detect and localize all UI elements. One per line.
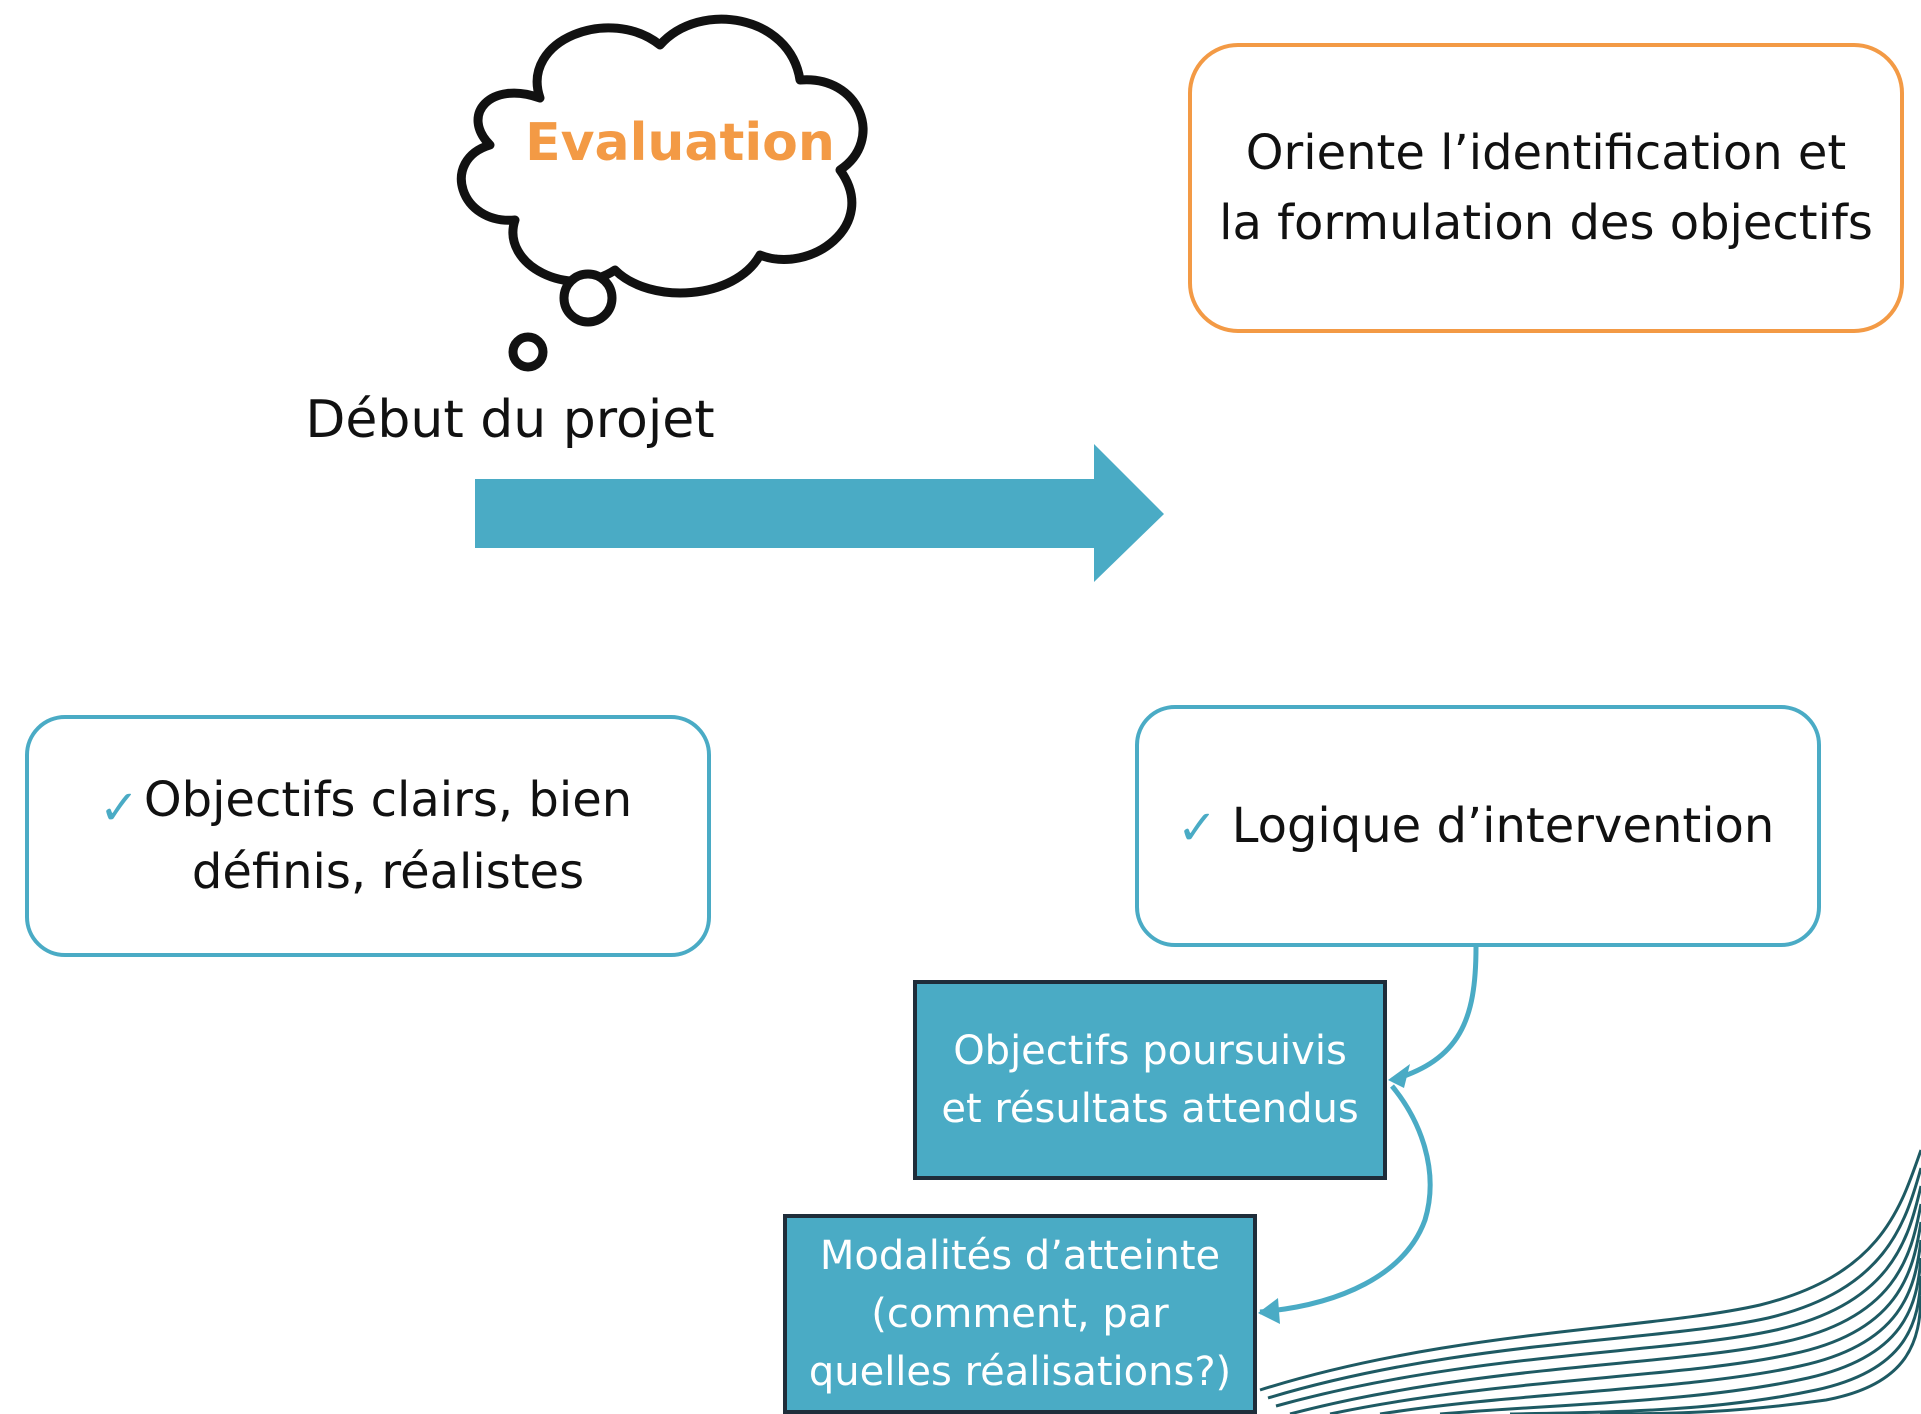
right-box: ✓ Logique d’intervention [1135, 705, 1821, 947]
right-box-text: Logique d’intervention [1231, 798, 1775, 854]
connector-arrowhead-2-icon [1258, 1298, 1280, 1324]
thought-bubble-large-icon [559, 269, 617, 327]
step-box-modalities: Modalités d’atteinte (comment, par quell… [783, 1214, 1257, 1414]
timeline-arrow-icon [475, 444, 1164, 582]
step-box-text: Objectifs poursuivis et résultats attend… [941, 1028, 1359, 1132]
connector-arrowhead-1-icon [1388, 1064, 1410, 1088]
left-box: ✓ Objectifs clairs, bien définis, réalis… [25, 715, 711, 957]
thought-bubble-label: Evaluation [525, 113, 835, 173]
timeline-label: Début du projet [305, 390, 715, 450]
connector-arrows [1259, 946, 1479, 1315]
decorative-waves [1259, 1149, 1921, 1414]
top-right-box-text: Oriente l’identification et la formulati… [1219, 125, 1873, 251]
left-box-text: Objectifs clairs, bien définis, réaliste… [143, 772, 633, 900]
step-box-objectives: Objectifs poursuivis et résultats attend… [913, 980, 1387, 1180]
thought-bubble-small-icon [508, 332, 548, 372]
top-right-box: Oriente l’identification et la formulati… [1188, 43, 1904, 333]
checkmark-icon: ✓ [99, 780, 140, 836]
thought-cloud-icon [457, 14, 868, 298]
step-box-text: Modalités d’atteinte (comment, par quell… [808, 1233, 1232, 1395]
checkmark-icon: ✓ [1177, 800, 1218, 856]
